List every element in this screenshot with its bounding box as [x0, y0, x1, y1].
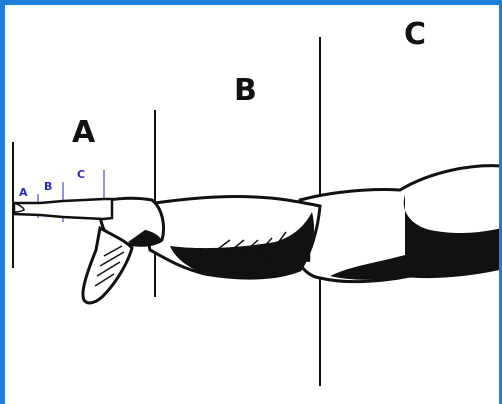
region-label-b: B [234, 73, 257, 108]
finger-nail [13, 202, 25, 213]
region-label-a: A [72, 115, 96, 150]
palm-shadow [128, 230, 162, 246]
upper-arm-shadow [330, 195, 499, 280]
segment-label-c: C [77, 168, 85, 181]
region-label-c: C [404, 17, 426, 52]
forearm-hatching [209, 231, 287, 263]
thumb-hatching [94, 245, 125, 287]
segment-label-b: B [44, 180, 52, 193]
segment-label-a: A [19, 186, 28, 199]
finger-shape [12, 197, 114, 221]
forearm-shadow [170, 212, 315, 279]
